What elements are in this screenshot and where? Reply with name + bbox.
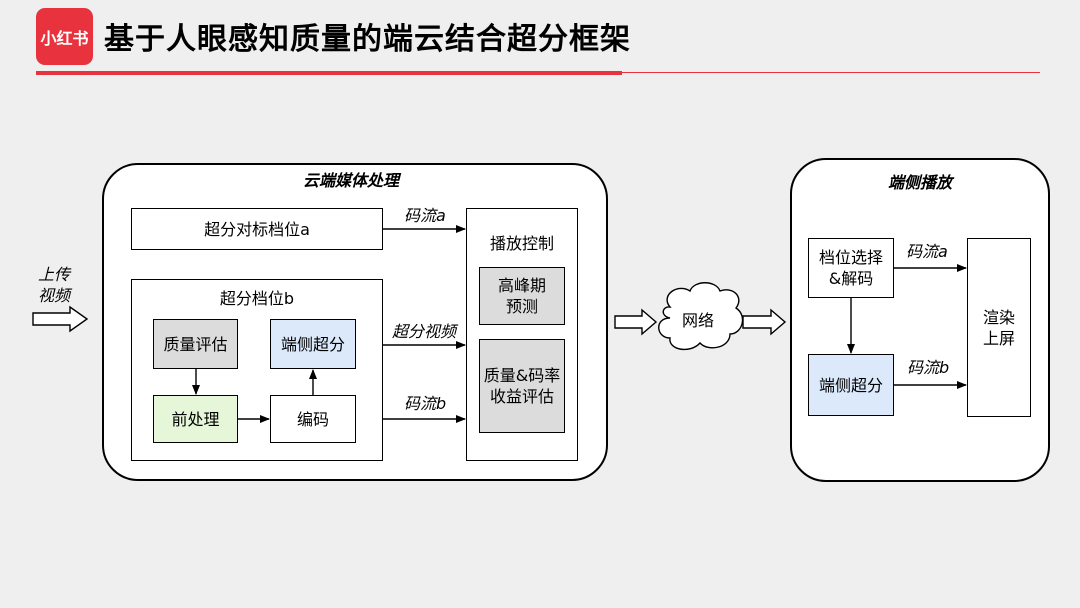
device-sr-box: 端侧超分	[808, 354, 894, 416]
preprocess-label: 前处理	[171, 409, 220, 429]
quality-eval-box: 质量评估	[153, 319, 238, 369]
stream-b-label: 码流b	[404, 394, 447, 413]
stream-a-label: 码流a	[404, 206, 446, 225]
tier-a-box: 超分对标档位a	[131, 208, 383, 250]
sr-video-label: 超分视频	[392, 322, 457, 341]
upload-label-line2: 视频	[38, 286, 71, 305]
tier-select-decode-box: 档位选择 &解码	[808, 238, 894, 298]
benefit-eval-label: 质量&码率 收益评估	[483, 366, 561, 406]
network-to-device-block-arrow	[742, 308, 787, 336]
page-title: 基于人眼感知质量的端云结合超分框架	[104, 22, 631, 57]
tier-select-decode-label: 档位选择 &解码	[818, 248, 883, 288]
encode-label: 编码	[296, 409, 329, 429]
preprocess-box: 前处理	[153, 395, 238, 443]
title-underline	[36, 71, 622, 75]
device-stream-a-label: 码流a	[906, 242, 948, 261]
device-stream-b-label: 码流b	[907, 358, 950, 377]
device-panel-title: 端侧播放	[888, 173, 953, 192]
device-sr-label: 端侧超分	[818, 375, 883, 395]
cloud-panel-title: 云端媒体处理	[303, 171, 400, 190]
peak-predict-label: 高峰期 预测	[497, 276, 546, 316]
peak-predict-box: 高峰期 预测	[479, 267, 565, 325]
tier-a-label: 超分对标档位a	[204, 219, 310, 239]
upload-block-arrow	[32, 305, 89, 333]
network-cloud-shape	[658, 282, 744, 351]
title-divider	[622, 72, 1040, 73]
device-sr-sim-box: 端侧超分	[270, 319, 356, 369]
play-control-label: 播放控制	[489, 234, 554, 253]
upload-label-line1: 上传	[38, 265, 71, 284]
xiaohongshu-logo: 小红书	[36, 8, 93, 65]
tier-b-label: 超分档位b	[219, 289, 295, 308]
render-screen-label: 渲染 上屏	[982, 307, 1015, 348]
quality-eval-label: 质量评估	[163, 334, 228, 354]
cloud-to-network-block-arrow	[614, 308, 658, 336]
benefit-eval-box: 质量&码率 收益评估	[479, 339, 565, 433]
network-label: 网络	[682, 311, 715, 330]
render-screen-box: 渲染 上屏	[967, 238, 1031, 417]
device-sr-sim-label: 端侧超分	[280, 334, 345, 354]
encode-box: 编码	[270, 395, 356, 443]
